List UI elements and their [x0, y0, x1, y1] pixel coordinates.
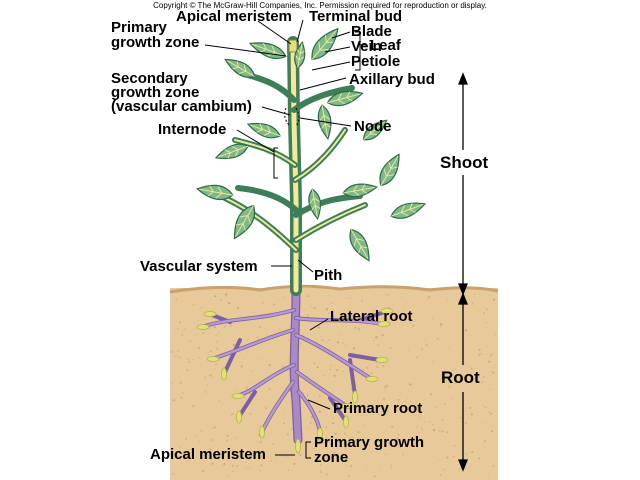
leaf — [224, 58, 256, 78]
label-internode: Internode — [158, 121, 227, 138]
soil-texture — [171, 293, 497, 479]
leaf — [342, 183, 378, 198]
label-secondary-growth-zone-line3: (vascular cambium) — [111, 98, 252, 115]
label-primary-growth-zone-bottom-line2: zone — [314, 449, 349, 466]
label-axillary-bud: Axillary bud — [349, 71, 435, 88]
leaf — [311, 27, 339, 60]
leaf — [308, 188, 322, 220]
soil-surface — [169, 284, 499, 294]
label-secondary-growth-zone-line2: growth zone — [111, 84, 200, 101]
label-terminal-bud: Terminal bud — [309, 8, 403, 25]
leaf — [294, 41, 306, 69]
leaves — [196, 27, 427, 262]
leaf — [248, 42, 287, 60]
label-leaf: Leaf — [370, 37, 401, 54]
copyright-notice: Copyright © The McGraw-Hill Companies, I… — [153, 1, 487, 10]
label-apical-meristem-bottom: Apical meristem — [150, 446, 266, 463]
label-node: Node — [354, 118, 392, 135]
label-shoot: Shoot — [440, 153, 489, 172]
label-primary-growth-zone-bottom-line1: Primary growth — [314, 434, 425, 451]
leaf — [349, 228, 370, 262]
leader-lines — [204, 19, 366, 459]
leaf — [379, 153, 400, 187]
label-root: Root — [441, 368, 480, 387]
label-pith: Pith — [314, 267, 343, 284]
leaf — [246, 122, 281, 139]
label-blade: Blade — [351, 23, 392, 40]
label-petiole: Petiole — [351, 53, 401, 70]
label-secondary-growth-zone-line1: Secondary — [111, 70, 188, 87]
leaf — [326, 90, 364, 107]
stem — [222, 36, 368, 296]
label-primary-growth-zone-top-line2: growth zone — [111, 34, 200, 51]
label-vein: Vein — [351, 38, 382, 55]
label-lateral-root: Lateral root — [330, 308, 413, 325]
root-system — [196, 285, 394, 454]
label-primary-growth-zone-top-line1: Primary — [111, 19, 167, 36]
leaf — [214, 143, 249, 160]
label-vascular-system: Vascular system — [140, 258, 258, 275]
leaf — [196, 184, 234, 201]
leaf — [362, 119, 388, 141]
leaf — [390, 202, 427, 219]
label-apical-meristem-top: Apical meristem — [176, 8, 292, 25]
label-primary-root: Primary root — [333, 400, 423, 417]
shoot-root-arrows — [458, 72, 468, 472]
leaf — [233, 204, 256, 240]
